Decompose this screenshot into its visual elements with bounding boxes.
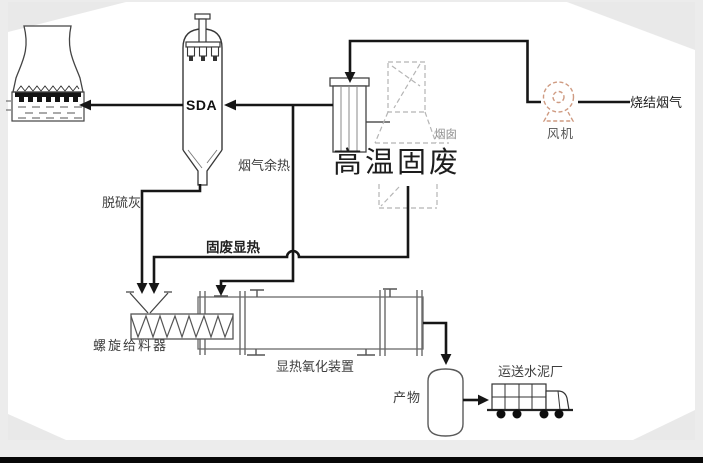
- chimney-phantom: [374, 61, 449, 209]
- atomizer-shaft: [198, 18, 207, 44]
- footer-bar: [0, 457, 703, 463]
- truck-wheels: [496, 409, 564, 419]
- hopper-walls: [129, 292, 169, 314]
- sda-absorber: [182, 13, 223, 186]
- arrowhead: [440, 354, 452, 365]
- arrowheads: [79, 72, 489, 406]
- chimney-flare: [374, 111, 449, 144]
- fan-base: [542, 111, 575, 122]
- arrowhead: [344, 72, 356, 83]
- pipe-kiln-to-tank: [423, 321, 448, 356]
- arrowhead: [478, 394, 489, 406]
- feeder-screw: [130, 314, 234, 339]
- sda-cone-inner: [187, 149, 218, 169]
- feeder-trough: [130, 313, 234, 340]
- cement-plant-label: 运送水泥厂: [498, 364, 564, 379]
- arrowhead: [215, 285, 227, 296]
- truck-cab: [545, 390, 570, 411]
- fan-casing: [542, 81, 575, 113]
- solid-waste-sensible-heat-label: 固废显热: [206, 240, 260, 255]
- oxidation-unit-label: 显热氧化装置: [276, 359, 355, 374]
- feed-hopper: [126, 291, 172, 314]
- wet-stack-tower: [6, 25, 85, 122]
- arrowhead: [224, 99, 236, 111]
- spray-header: [185, 41, 221, 48]
- pipe-waste-heat-branch: [219, 105, 295, 287]
- spray-nozzles: [186, 46, 220, 61]
- desulfurization-ash-label: 脱硫灰: [102, 195, 142, 210]
- arrowhead: [79, 99, 91, 111]
- spray-zigzag: [16, 85, 80, 92]
- sda-cone: [182, 149, 223, 186]
- screw-feeder-label: 螺旋给料器: [93, 338, 169, 353]
- chimney-stack: [387, 61, 426, 113]
- truck-cab-divider: [557, 390, 561, 411]
- kiln-top-stubs: [214, 288, 397, 297]
- fan-icon: [542, 81, 575, 122]
- pipe-fan-to-heat-exchanger: [348, 39, 541, 104]
- arrowhead: [148, 283, 160, 294]
- chimney-label: 烟囱: [434, 129, 457, 141]
- distributor-teeth: [19, 97, 78, 102]
- flow-lines: [91, 39, 630, 402]
- tower-shell: [12, 25, 84, 93]
- rotary-oxidation-unit: [197, 288, 424, 356]
- hx-tubes: [340, 87, 358, 151]
- high-temp-solid-waste-label: 高温固废: [333, 147, 462, 179]
- sda-label: SDA: [186, 97, 218, 113]
- truck-bed-grid: [492, 384, 546, 410]
- screw-feeder: [130, 313, 234, 340]
- pipe-solid-waste-sensible-heat: [152, 186, 410, 285]
- chimney-base: [378, 184, 438, 209]
- atomizer-cap: [194, 13, 211, 20]
- arrowhead: [136, 283, 148, 294]
- fan-hub: [552, 90, 565, 104]
- heat-exchanger: [329, 77, 390, 153]
- water-dashes: [6, 100, 82, 119]
- fan-label: 风机: [547, 127, 575, 141]
- kiln-supports: [247, 349, 375, 356]
- truck-icon: [487, 383, 573, 419]
- flue-gas-waste-heat-label: 烟气余热: [238, 158, 291, 173]
- product-label: 产物: [393, 390, 422, 405]
- distributor-bar: [15, 92, 81, 97]
- chimney-stack-braces: [391, 63, 421, 109]
- pipe-desulfurization-ash: [140, 184, 202, 285]
- sinter-flue-gas-label: 烧结烟气: [630, 95, 683, 110]
- product-tank: [427, 368, 464, 437]
